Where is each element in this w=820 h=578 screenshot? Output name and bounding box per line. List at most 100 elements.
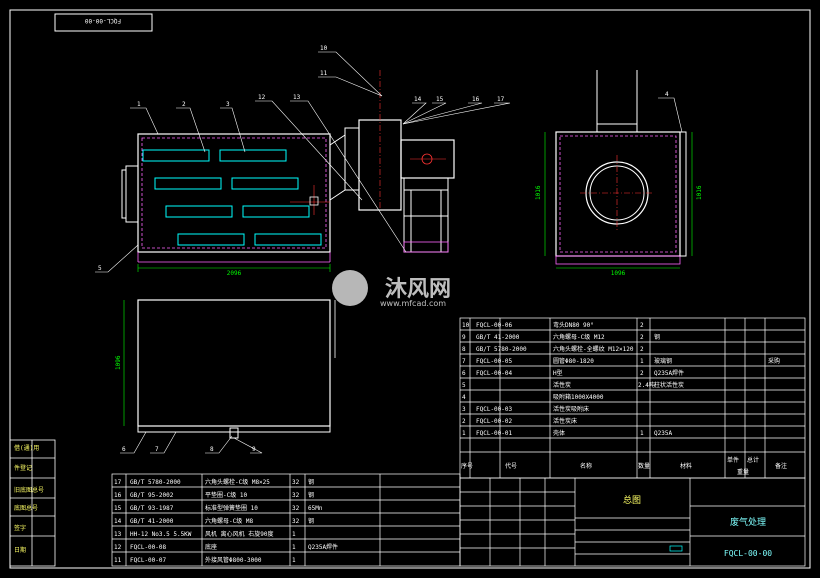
cell: 17 (114, 479, 122, 486)
balloon-17: 17 (497, 96, 505, 103)
cell: 风机 离心风机 右旋90度 (205, 530, 273, 538)
cell: Q235A (654, 430, 672, 437)
balloon-5: 5 (98, 265, 102, 272)
cell: 8 (462, 346, 466, 353)
dim-side-height2: 1016 (696, 185, 703, 200)
cell: HH-12 No3.5 5.5KW (130, 531, 192, 538)
cell: 钢 (308, 491, 314, 499)
cell: 2 (640, 346, 644, 353)
strip-label-2: 旧底图总号 (14, 486, 44, 494)
cell: 活性炭 (553, 381, 571, 389)
cell: 1 (640, 430, 644, 437)
cell: 13 (114, 531, 122, 538)
hdr-total: 总计 (747, 456, 759, 464)
balloon-6: 6 (122, 446, 126, 453)
balloon-12: 12 (258, 94, 266, 101)
cell: GB/T 41-2000 (130, 518, 174, 525)
cell: 1 (462, 430, 466, 437)
cell: FQCL-00-08 (130, 544, 167, 551)
title-code: FQCL-00-00 (724, 549, 772, 558)
strip-label-1: 件登记 (14, 464, 32, 472)
title-drawing-name: 总图 (623, 494, 641, 506)
cell: 2 (640, 370, 644, 377)
cell: 4 (462, 394, 466, 401)
cell: 32 (292, 505, 300, 512)
cell: 活性炭吸附床 (553, 405, 589, 413)
watermark-url: www.mfcad.com (380, 299, 446, 308)
cell: 标准型弹簧垫圈 10 (205, 504, 258, 512)
cell: FQCL-00-01 (476, 430, 513, 437)
cell: 玻璃钢 (654, 357, 672, 365)
strip-label-0: 借(通)用 (14, 444, 39, 452)
balloon-8: 8 (210, 446, 214, 453)
cell: 2 (640, 322, 644, 329)
cell: 65Mn (308, 505, 323, 512)
cell: 1 (292, 531, 296, 538)
cell: FQCL-00-06 (476, 322, 513, 329)
cell: 32 (292, 479, 300, 486)
dim-side-height: 1016 (535, 185, 542, 200)
fan-stand (403, 177, 449, 253)
hdr-seq: 序号 (461, 462, 473, 470)
cell: 柱状活性炭 (654, 381, 684, 389)
cell: 6 (462, 370, 466, 377)
parts-table-lower (111, 473, 461, 567)
dim-front-width: 2096 (227, 270, 242, 277)
outer-border (9, 9, 811, 569)
cell: 圆管Φ80-1820 (553, 357, 594, 365)
cell: 32 (292, 492, 300, 499)
cell: 1 (640, 358, 644, 365)
hdr-unit: 单件 (727, 456, 739, 464)
title-block (459, 477, 806, 567)
hdr-material: 材料 (680, 462, 692, 470)
balloon-7: 7 (155, 446, 159, 453)
watermark: 沐风网 www.mfcad.com (332, 270, 451, 308)
hdr-weight: 重量 (737, 468, 749, 476)
cell: 底座 (205, 543, 217, 551)
balloon-13: 13 (293, 94, 301, 101)
strip-label-5: 日期 (14, 546, 26, 554)
code-top-left: FQCL-00-00 (85, 17, 122, 24)
cell: FQCL-00-04 (476, 370, 513, 377)
cell: FQCL-00-03 (476, 406, 513, 413)
balloon-2: 2 (182, 101, 186, 108)
cell: 14 (114, 518, 122, 525)
carbon-bed-panels (142, 149, 322, 246)
watermark-brand: 沐风网 (385, 277, 451, 302)
cell: 2 (640, 334, 644, 341)
cell: 1 (292, 544, 296, 551)
balloon-9: 9 (252, 446, 256, 453)
cell: 弯头DN80 90° (553, 321, 594, 329)
hdr-remark: 备注 (775, 462, 787, 470)
cell: 采购 (768, 357, 780, 365)
cell: 7 (462, 358, 466, 365)
cell: GB/T 93-1987 (130, 505, 174, 512)
hdr-qty: 数量 (638, 462, 650, 470)
balloon-1: 1 (137, 101, 141, 108)
cell: 六角螺母-C级 M12 (553, 333, 605, 341)
cell: 9 (462, 334, 466, 341)
parts-lower-rows: 17 GB/T 5780-2000 六角头螺栓-C级 M8×25 32 钢 16… (114, 478, 338, 564)
balloon-3: 3 (226, 101, 230, 108)
dim-side-width: 1096 (611, 270, 626, 277)
cell: 六角头螺栓-C级 M8×25 (205, 478, 270, 486)
code-box: FQCL-00-00 (54, 13, 153, 32)
front-view: 2096 (121, 70, 455, 277)
dim-plan-depth: 1096 (115, 355, 122, 370)
cell: 2.4吨 (638, 381, 655, 389)
cell: 六角螺母-C级 M8 (205, 517, 253, 525)
cell: GB/T 95-2002 (130, 492, 174, 499)
hdr-name: 名称 (580, 462, 592, 470)
cell: 12 (114, 544, 122, 551)
cell: 活性炭床 (553, 417, 577, 425)
balloon-numbers: 1 2 3 4 5 6 7 8 9 10 11 12 13 14 15 16 1… (98, 45, 669, 453)
hdr-code: 代号 (505, 462, 517, 470)
cell: 平垫圈-C级 10 (205, 491, 247, 499)
cell: 3 (462, 406, 466, 413)
title-project: 废气处理 (730, 516, 766, 528)
left-strip (9, 439, 56, 567)
parts-table-header: 序号 代号 名称 数量 材料 单件 总计 重量 备注 (461, 456, 787, 476)
cell: 外接风管Φ800-3000 (205, 556, 262, 564)
cell: 吸附箱1000X4000 (553, 393, 604, 401)
cell: 2 (462, 418, 466, 425)
